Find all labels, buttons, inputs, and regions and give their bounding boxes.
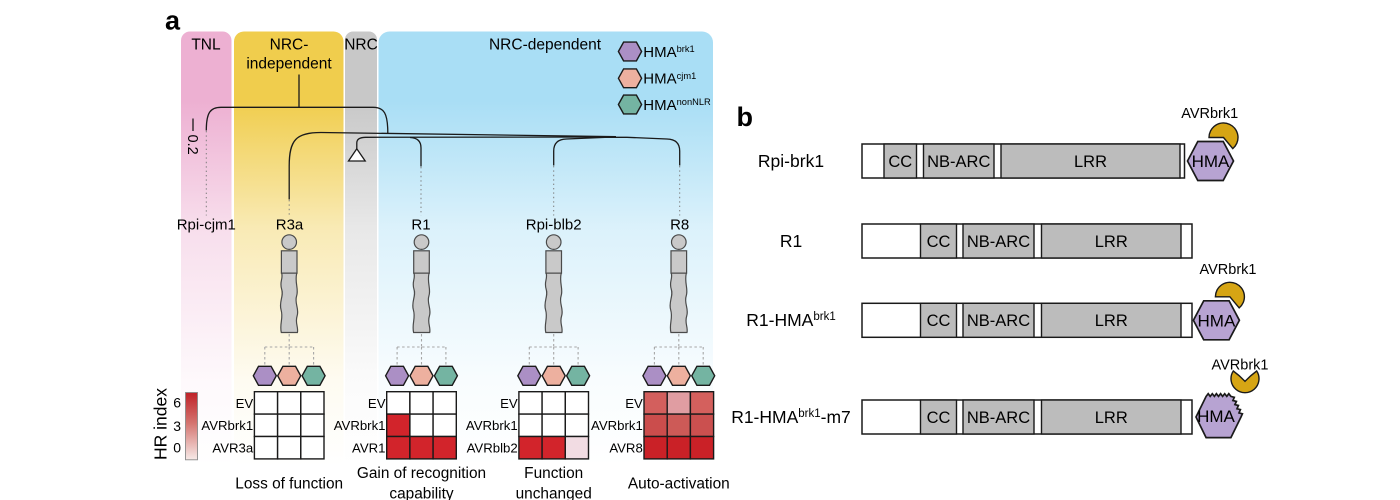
svg-text:a: a	[165, 6, 181, 36]
svg-text:R1: R1	[780, 231, 802, 251]
svg-text:3: 3	[173, 418, 181, 434]
svg-text:CC: CC	[927, 233, 951, 251]
svg-text:CC: CC	[927, 312, 951, 330]
svg-text:capability: capability	[389, 486, 453, 500]
svg-text:NRC-: NRC-	[270, 37, 309, 54]
svg-text:R3a: R3a	[276, 216, 304, 233]
svg-text:AVR3a: AVR3a	[212, 441, 253, 456]
svg-text:0.2: 0.2	[184, 135, 200, 155]
svg-text:Function: Function	[524, 465, 583, 482]
svg-text:CC: CC	[888, 153, 912, 171]
svg-text:EV: EV	[368, 396, 386, 411]
svg-text:unchanged: unchanged	[516, 486, 592, 500]
svg-text:AVRbrk1: AVRbrk1	[466, 418, 518, 433]
svg-text:NB-ARC: NB-ARC	[967, 312, 1030, 330]
svg-text:LRR: LRR	[1074, 153, 1107, 171]
svg-text:NRC-dependent: NRC-dependent	[489, 37, 602, 54]
svg-text:EV: EV	[236, 396, 254, 411]
svg-text:TNL: TNL	[191, 37, 221, 54]
svg-text:6: 6	[173, 394, 181, 410]
svg-text:AVR1: AVR1	[352, 441, 385, 456]
svg-text:R1-HMAbrk1-m7: R1-HMAbrk1-m7	[731, 407, 851, 427]
svg-text:Rpi-blb2: Rpi-blb2	[526, 216, 582, 233]
svg-text:AVRbrk1: AVRbrk1	[591, 418, 643, 433]
svg-text:AVRbrk1: AVRbrk1	[1181, 106, 1238, 122]
svg-text:Rpi-brk1: Rpi-brk1	[758, 151, 824, 171]
svg-text:NRC: NRC	[344, 37, 378, 54]
svg-text:R8: R8	[670, 216, 689, 233]
svg-text:HR index: HR index	[151, 388, 171, 460]
svg-text:AVRbrk1: AVRbrk1	[334, 418, 386, 433]
svg-text:b: b	[737, 102, 754, 132]
svg-text:Rpi-cjm1: Rpi-cjm1	[177, 216, 236, 233]
svg-text:LRR: LRR	[1095, 409, 1128, 427]
svg-text:NB-ARC: NB-ARC	[967, 409, 1030, 427]
svg-text:AVR8: AVR8	[609, 441, 642, 456]
svg-text:LRR: LRR	[1095, 233, 1128, 251]
svg-text:LRR: LRR	[1095, 312, 1128, 330]
svg-text:AVRbrk1: AVRbrk1	[201, 418, 253, 433]
svg-text:independent: independent	[246, 56, 332, 73]
svg-text:AVRbrk1: AVRbrk1	[1200, 262, 1257, 278]
svg-text:NB-ARC: NB-ARC	[967, 233, 1030, 251]
svg-text:HMA: HMA	[1192, 152, 1230, 171]
svg-text:AVRbrk1: AVRbrk1	[1212, 358, 1269, 374]
svg-text:NB-ARC: NB-ARC	[927, 153, 990, 171]
svg-text:0: 0	[173, 440, 181, 456]
svg-text:HMA: HMA	[1197, 407, 1235, 426]
svg-text:HMA: HMA	[1198, 311, 1236, 330]
svg-text:Gain of recognition: Gain of recognition	[357, 465, 486, 482]
svg-text:EV: EV	[625, 396, 643, 411]
svg-text:EV: EV	[500, 396, 518, 411]
svg-text:Auto-activation: Auto-activation	[628, 476, 730, 493]
svg-text:Loss of function: Loss of function	[235, 476, 343, 493]
svg-text:R1: R1	[411, 216, 430, 233]
svg-text:CC: CC	[927, 409, 951, 427]
svg-text:AVRblb2: AVRblb2	[467, 441, 518, 456]
